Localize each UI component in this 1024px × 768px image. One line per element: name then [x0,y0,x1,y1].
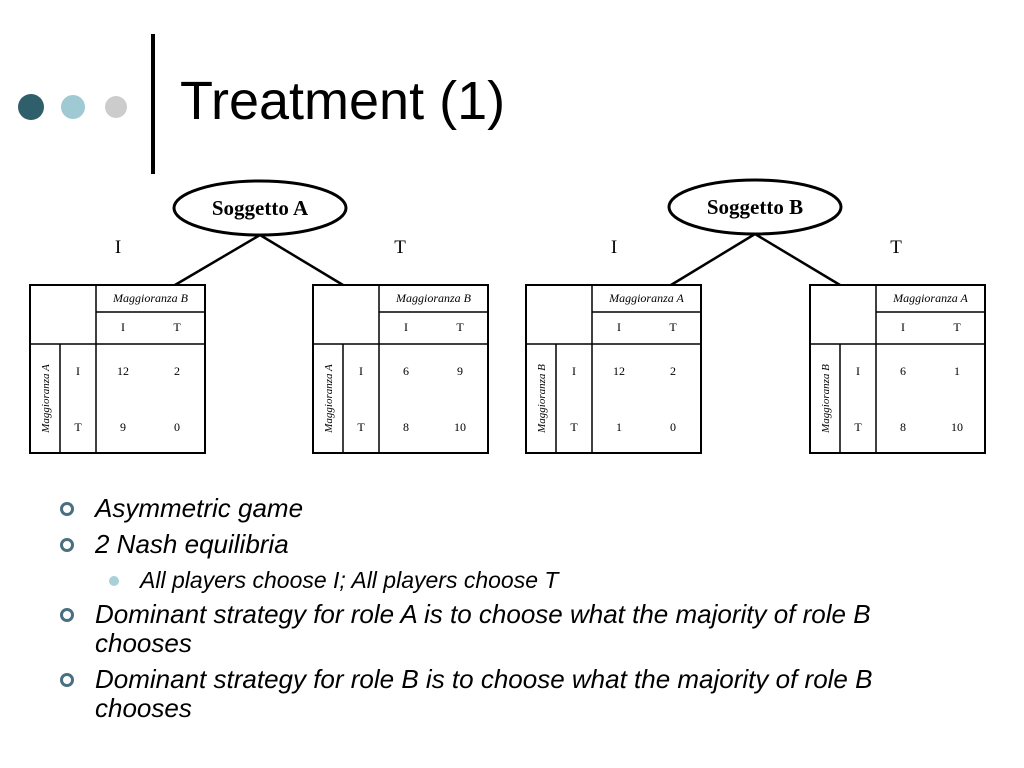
bullet-text: Asymmetric game [95,493,304,523]
payoff-value: 10 [951,420,963,434]
payoff-value: 1 [954,364,960,378]
payoff-value: 9 [120,420,126,434]
bullet-ring-icon [60,538,74,552]
matrix-row-header: Maggioranza B [536,364,548,434]
matrix-row-header: Maggioranza B [820,364,832,434]
sub-bullet-item: All players choose I; All players choose… [60,566,960,595]
bullet-list: Asymmetric game 2 Nash equilibria All pl… [60,494,960,730]
matrix-col-header: Maggioranza B [112,291,189,305]
bullet-ring-icon [60,608,74,622]
payoff-value: 1 [616,420,622,434]
bullet-dot-icon [109,576,119,586]
sub-bullet-text: All players choose I; All players choose… [140,567,559,593]
payoff-value: 0 [174,420,180,434]
matrix-row-header: Maggioranza A [40,364,52,434]
bullet-text: Dominant strategy for role A is to choos… [95,599,871,658]
payoff-value: 12 [613,364,625,378]
branch-label: I [115,237,121,258]
matrix-col-header: Maggioranza A [608,291,684,305]
tree-branch [174,233,261,287]
tree-branch [259,233,344,287]
slide-title: Treatment (1) [180,71,506,131]
matrix-row-label: I [359,364,363,378]
bullet-ring-icon [60,673,74,687]
matrix-row-label: I [76,364,80,378]
payoff-matrix [525,284,702,454]
matrix-col-label: T [669,320,677,334]
bullet-item: Asymmetric game [60,494,960,523]
dot-light [61,95,85,119]
matrix-row-label: T [74,420,82,434]
matrix-col-label: I [121,320,125,334]
tree-branch [754,232,841,287]
matrix-col-label: T [173,320,181,334]
branch-label: I [611,237,617,258]
dot-gray [105,96,127,118]
branch-label: T [394,237,406,258]
matrix-col-label: I [404,320,408,334]
matrix-row-header: Maggioranza A [323,364,335,434]
payoff-value: 6 [900,364,906,378]
payoff-value: 8 [900,420,906,434]
bullet-ring-icon [60,502,74,516]
payoff-value: 8 [403,420,409,434]
matrix-row-label: T [854,420,862,434]
payoff-matrix [312,284,489,454]
matrix-row-label: I [856,364,860,378]
bullet-item: Dominant strategy for role A is to choos… [60,600,960,658]
bullet-text: 2 Nash equilibria [95,529,289,559]
matrix-col-header: Maggioranza B [395,291,472,305]
dot-dark [18,94,44,120]
matrix-col-label: T [953,320,961,334]
title-divider [151,34,155,174]
bullet-text: Dominant strategy for role B is to choos… [95,664,873,723]
matrix-col-label: I [617,320,621,334]
bullet-item: 2 Nash equilibria [60,530,960,559]
root-label: Soggetto A [212,196,309,220]
payoff-value: 0 [670,420,676,434]
payoff-value: 9 [457,364,463,378]
root-node [172,179,348,237]
payoff-value: 12 [117,364,129,378]
matrix-col-label: T [456,320,464,334]
bullet-item: Dominant strategy for role B is to choos… [60,665,960,723]
root-label: Soggetto B [707,195,803,219]
branch-label: T [890,237,902,258]
matrix-col-label: I [901,320,905,334]
payoff-value: 10 [454,420,466,434]
payoff-value: 2 [174,364,180,378]
tree-branch [670,232,756,287]
root-node [667,178,843,236]
payoff-value: 6 [403,364,409,378]
matrix-row-label: I [572,364,576,378]
payoff-value: 2 [670,364,676,378]
payoff-matrix [29,284,206,454]
payoff-matrix [809,284,986,454]
matrix-col-header: Maggioranza A [892,291,968,305]
matrix-row-label: T [570,420,578,434]
matrix-row-label: T [357,420,365,434]
